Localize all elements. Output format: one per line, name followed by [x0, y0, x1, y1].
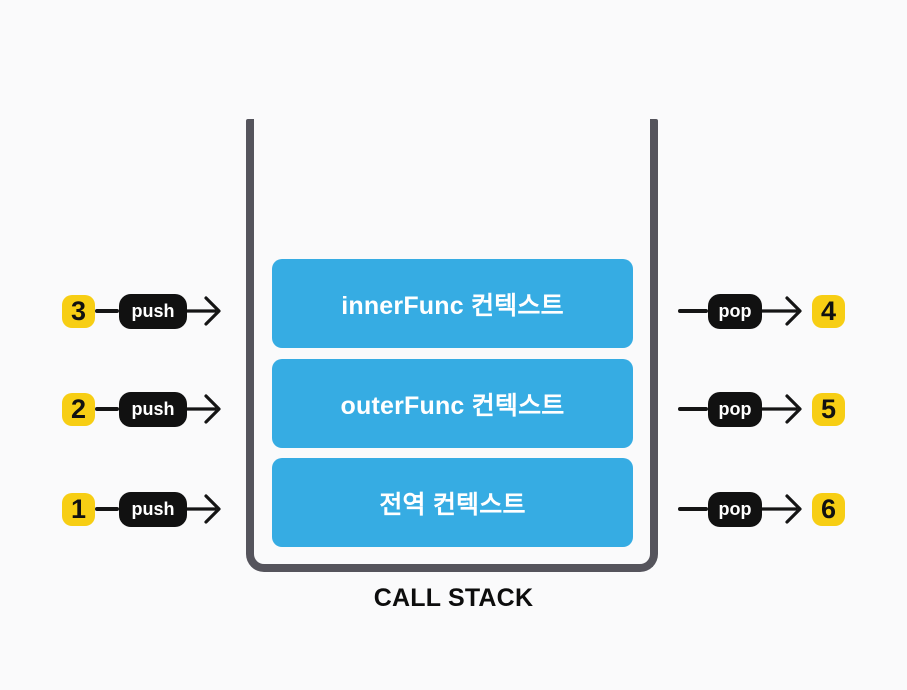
arrow-right-icon — [762, 296, 802, 326]
push-pill: push — [119, 391, 187, 427]
step-number: 6 — [820, 493, 837, 524]
connector-line — [95, 507, 119, 511]
step-number: 5 — [820, 393, 837, 424]
stack-container — [246, 119, 658, 572]
push-row-step-1: 1 push — [62, 491, 221, 527]
arrow-right-icon — [762, 394, 802, 424]
step-number: 4 — [820, 295, 837, 326]
push-pill: push — [119, 491, 187, 527]
step-number: 2 — [70, 393, 87, 424]
frame-label: innerFunc 컨텍스트 — [341, 291, 564, 320]
connector-line — [95, 407, 119, 411]
stack-frame-outerfunc: outerFunc 컨텍스트 — [272, 359, 633, 448]
push-pill-label: push — [131, 499, 175, 519]
step-badge: 2 — [62, 392, 95, 426]
step-badge: 1 — [62, 492, 95, 526]
push-pill-label: push — [131, 399, 175, 419]
push-pill-label: push — [131, 301, 175, 321]
push-row-step-2: 2 push — [62, 391, 221, 427]
arrow-right-icon — [187, 494, 221, 524]
pop-row-step-6: pop 6 — [678, 491, 845, 527]
pop-row-step-5: pop 5 — [678, 391, 845, 427]
call-stack-title: CALL STACK — [373, 584, 534, 612]
pop-pill: pop — [708, 491, 762, 527]
frame-label: outerFunc 컨텍스트 — [340, 391, 565, 420]
step-badge: 3 — [62, 294, 95, 328]
step-badge: 5 — [812, 392, 845, 426]
pop-pill: pop — [708, 391, 762, 427]
arrow-right-icon — [187, 296, 221, 326]
push-pill: push — [119, 293, 187, 329]
push-row-step-3: 3 push — [62, 293, 221, 329]
pop-pill-label: pop — [718, 499, 752, 519]
arrow-right-icon — [762, 494, 802, 524]
pop-pill-label: pop — [718, 301, 752, 321]
connector-line — [95, 309, 119, 313]
step-number: 3 — [70, 295, 87, 326]
pop-row-step-4: pop 4 — [678, 293, 845, 329]
connector-line — [678, 507, 708, 511]
pop-pill-label: pop — [718, 399, 752, 419]
step-badge: 4 — [812, 294, 845, 328]
stack-frame-global: 전역 컨텍스트 — [272, 458, 633, 547]
step-badge: 6 — [812, 492, 845, 526]
connector-line — [678, 309, 708, 313]
frame-label: 전역 컨텍스트 — [379, 490, 526, 519]
connector-line — [678, 407, 708, 411]
stack-frame-innerfunc: innerFunc 컨텍스트 — [272, 259, 633, 348]
pop-pill: pop — [708, 293, 762, 329]
step-number: 1 — [70, 493, 87, 524]
arrow-right-icon — [187, 394, 221, 424]
